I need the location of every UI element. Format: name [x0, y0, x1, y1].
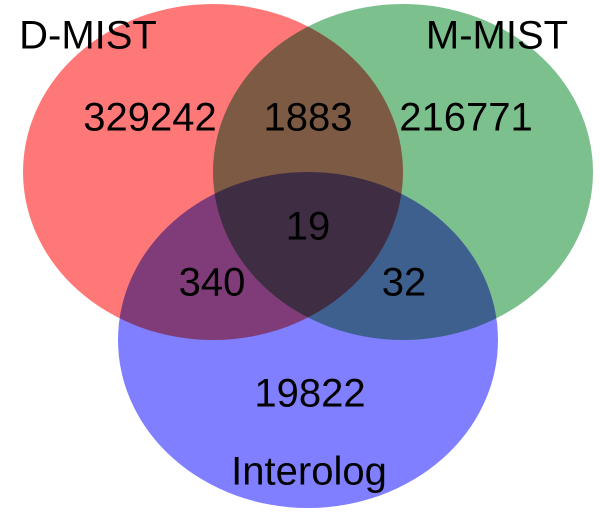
d-mist-only-count: 329242	[83, 96, 216, 140]
m-mist-set-name: M-MIST	[426, 14, 568, 58]
interolog-circle	[118, 172, 498, 508]
m-mist-only-count: 216771	[399, 96, 532, 140]
interolog-set-name: Interolog	[231, 450, 387, 494]
set-circles	[23, 4, 593, 508]
m-mist-interolog-count: 32	[382, 261, 427, 305]
d-mist-interolog-count: 340	[179, 261, 246, 305]
d-mist-m-mist-count: 1883	[264, 96, 353, 140]
d-mist-set-name: D-MIST	[19, 14, 157, 58]
region-counts: 329242 1883 216771 19 340 32 19822	[83, 96, 532, 416]
all-three-count: 19	[286, 205, 331, 249]
interolog-only-count: 19822	[254, 372, 365, 416]
set-names: D-MIST M-MIST Interolog	[19, 14, 568, 494]
